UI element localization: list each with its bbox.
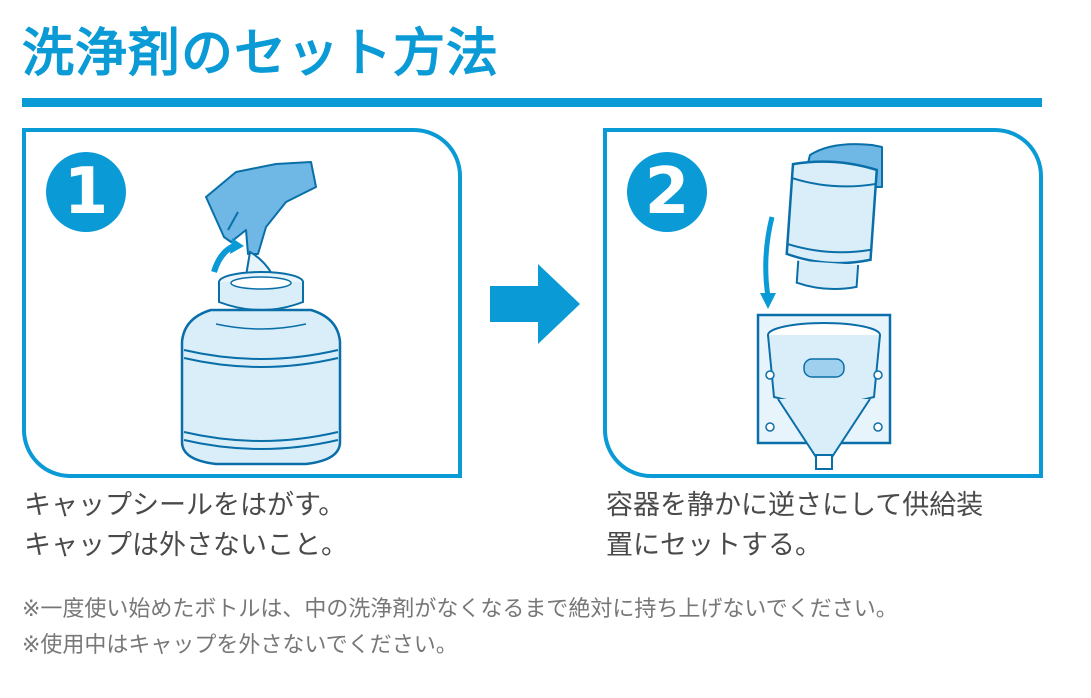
remove-cap-seal-illustration [180, 161, 342, 466]
title-underline [22, 98, 1042, 107]
step-2-caption-line1: 容器を静かに逆さにして供給装 [606, 490, 984, 521]
page-title: 洗浄剤のセット方法 [22, 24, 500, 84]
next-step-arrow-icon [490, 264, 580, 344]
note-item: ※使用中はキャップを外さないでください。 [22, 633, 458, 658]
step-1-number: 1 [46, 152, 126, 232]
notes: ※一度使い始めたボトルは、中の洗浄剤がなくなるまで絶対に持ち上げないでください。… [22, 592, 898, 664]
step-1-caption: キャップシールをはがす。 キャップは外さないこと。 [24, 486, 348, 566]
note-item: ※一度使い始めたボトルは、中の洗浄剤がなくなるまで絶対に持ち上げないでください。 [22, 597, 898, 622]
step-1-caption-line1: キャップシールをはがす。 [24, 490, 346, 521]
step-2-panel: 2 [603, 128, 1043, 478]
step-2-caption-line2: 置にセットする。 [606, 530, 822, 561]
step-1-caption-line2: キャップは外さないこと。 [24, 530, 348, 561]
step-1-panel: 1 [22, 128, 462, 478]
step-2-caption: 容器を静かに逆さにして供給装 置にセットする。 [606, 486, 983, 566]
step-2-number: 2 [627, 152, 707, 232]
invert-bottle-illustration [756, 143, 892, 470]
